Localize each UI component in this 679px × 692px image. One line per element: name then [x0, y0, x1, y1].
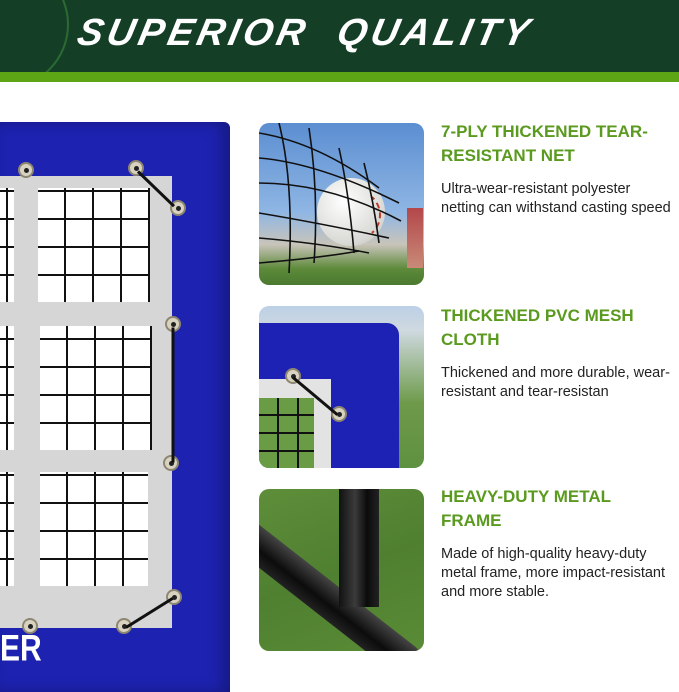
- feature-title: THICKENED PVC MESH CLOTH: [441, 306, 634, 349]
- bungee-cord: [171, 327, 175, 463]
- grommet-icon: [22, 618, 38, 634]
- feature-title: 7-PLY THICKENED TEAR-RESISTANT NET: [441, 122, 648, 165]
- frame-vertical-tube: [339, 489, 379, 607]
- metal-frame-photo: [259, 489, 424, 651]
- baseball-watermark-icon: [0, 0, 69, 72]
- brand-logo-fragment: ER: [0, 627, 42, 669]
- feature-description: Made of high-quality heavy-duty metal fr…: [441, 546, 666, 600]
- net-frame: [0, 176, 172, 628]
- header-banner: SUPERIOR QUALITY: [0, 0, 679, 72]
- product-net-image: ER: [0, 122, 230, 692]
- page-title: SUPERIOR QUALITY: [73, 12, 537, 54]
- feature-pvc: THICKENED PVC MESH CLOTH Thickened and m…: [441, 304, 671, 402]
- feature-frame: HEAVY-DUTY METAL FRAME Made of high-qual…: [441, 485, 671, 602]
- feature-net: 7-PLY THICKENED TEAR-RESISTANT NET Ultra…: [441, 120, 671, 218]
- feature-title: HEAVY-DUTY METAL FRAME: [441, 487, 611, 530]
- net-over-grass: [259, 398, 314, 468]
- banner-accent-stripe: [0, 72, 679, 82]
- grommet-icon: [163, 455, 179, 471]
- pvc-mesh-corner-photo: [259, 306, 424, 468]
- baseball-in-net-photo: [259, 123, 424, 285]
- grommet-icon: [18, 162, 34, 178]
- feature-description: Thickened and more durable, wear-resista…: [441, 365, 670, 400]
- feature-description: Ultra-wear-resistant polyester netting c…: [441, 181, 671, 216]
- building: [407, 208, 423, 268]
- net-strands: [259, 123, 402, 274]
